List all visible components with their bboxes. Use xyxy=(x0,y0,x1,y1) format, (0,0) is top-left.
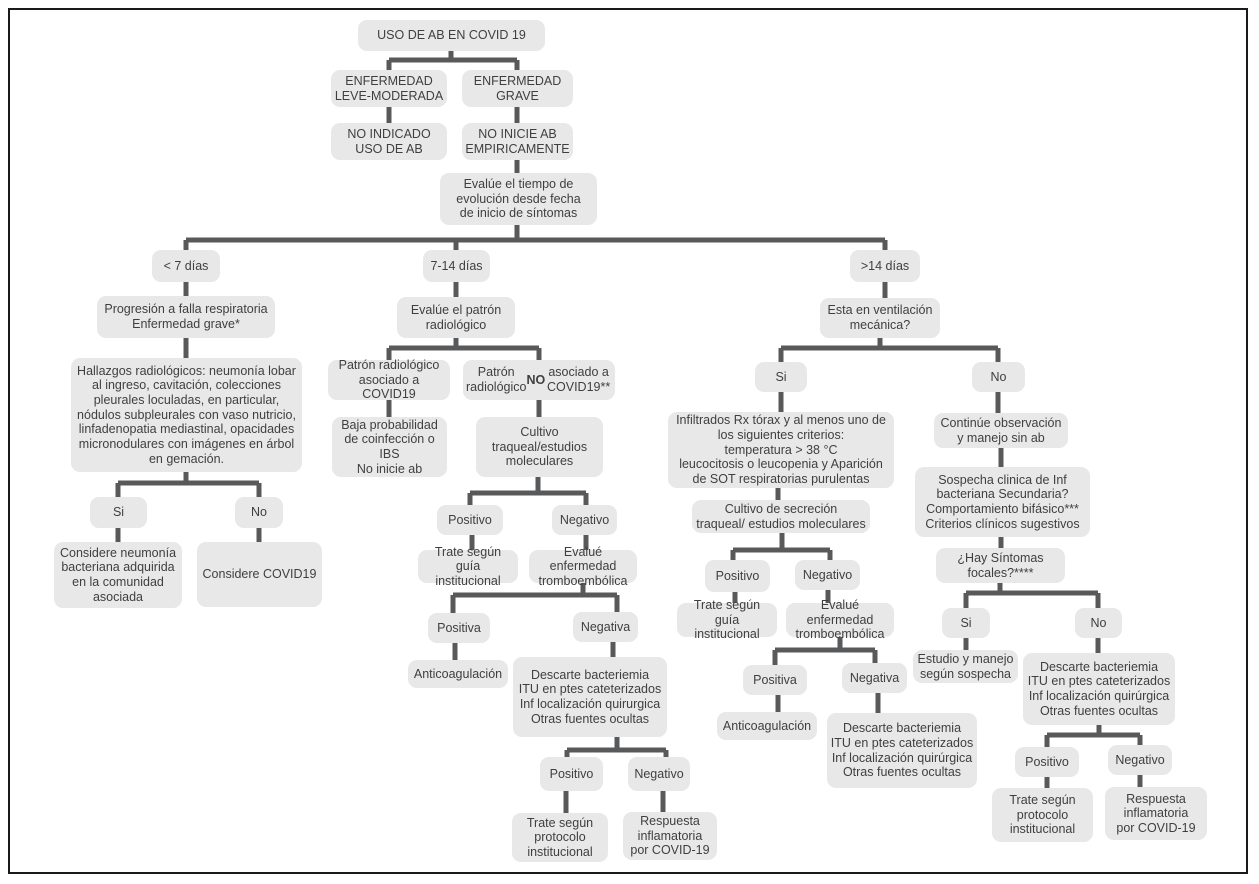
node-negativo-secrecion: Negativo xyxy=(795,560,860,590)
node-ventilacion-mecanica: Esta en ventilación mecánica? xyxy=(820,298,940,338)
node-negativo-fuentes-3: Negativo xyxy=(1108,745,1172,775)
node-no-focales: No xyxy=(1075,608,1122,638)
node-negativo-cultivo: Negativo xyxy=(552,505,617,535)
node-positivo-secrecion: Positivo xyxy=(705,560,770,592)
node-patron-covid: Patrón radiológico asociado a COVID19 xyxy=(328,358,450,401)
node-7-14-dias: 7-14 días xyxy=(423,250,490,282)
node-no-ventilacion: No xyxy=(972,362,1025,392)
node-sospecha-inf: Sospecha clinica de Inf bacteriana Secun… xyxy=(915,467,1090,537)
node-trate-protocolo-2: Trate según protocolo institucional xyxy=(992,788,1093,842)
node-si-falla: Si xyxy=(90,497,147,528)
node-menos-7-dias: < 7 días xyxy=(152,250,220,282)
node-progresion-falla: Progresión a falla respiratoria Enfermed… xyxy=(97,296,275,338)
node-positiva-1: Positiva xyxy=(428,613,490,643)
node-negativa-1: Negativa xyxy=(573,612,638,642)
node-negativa-2: Negativa xyxy=(842,663,907,693)
node-continue-observacion: Continúe observación y manejo sin ab xyxy=(934,413,1068,448)
node-estudio-manejo: Estudio y manejo según sospecha xyxy=(913,650,1018,683)
node-evalue-patron: Evalúe el patrón radiológico xyxy=(397,297,515,338)
node-no-inicie: NO INICIE AB EMPIRICAMENTE xyxy=(462,123,573,160)
node-negativo-fuentes-1: Negativo xyxy=(628,757,690,791)
node-positivo-fuentes-3: Positivo xyxy=(1015,747,1079,777)
node-evalue-tromboembolica-1: Evalué enfermedad tromboembólica xyxy=(529,545,637,588)
node-considere-covid: Considere COVID19 xyxy=(197,542,322,607)
node-considere-neumonia: Considere neumonía bacteriana adquirida … xyxy=(54,542,182,608)
node-enfermedad-leve: ENFERMEDAD LEVE-MODERADA xyxy=(331,70,447,107)
node-positivo-cultivo: Positivo xyxy=(437,505,503,535)
node-trate-guia-1: Trate según guía institucional xyxy=(418,545,518,588)
node-evalue-tiempo: Evalúe el tiempo de evolución desde fech… xyxy=(440,173,597,225)
node-cultivo-secrecion: Cultivo de secreción traqueal/ estudios … xyxy=(692,500,870,533)
node-enfermedad-grave: ENFERMEDAD GRAVE xyxy=(462,70,573,107)
node-evalue-tromboembolica-2: Evalué enfermedad tromboembólica xyxy=(786,598,894,641)
node-trate-protocolo-1: Trate según protocolo institucional xyxy=(512,813,608,862)
connector xyxy=(115,51,1143,813)
node-trate-guia-2: Trate según guía institucional xyxy=(677,598,777,641)
node-anticoagulacion-1: Anticoagulación xyxy=(408,660,508,688)
node-descarte-fuentes-3: Descarte bacteriemia ITU en ptes cateter… xyxy=(1023,653,1175,725)
node-anticoagulacion-2: Anticoagulación xyxy=(717,712,817,740)
node-uso-ab-title: USO DE AB EN COVID 19 xyxy=(358,20,545,51)
node-descarte-fuentes-1: Descarte bacteriemia ITU en ptes cateter… xyxy=(513,657,667,737)
node-descarte-fuentes-2: Descarte bacteriemia ITU en ptes cateter… xyxy=(827,713,977,788)
node-cultivo-traqueal: Cultivo traqueal/estudios moleculares xyxy=(476,417,603,477)
node-positivo-fuentes-1: Positivo xyxy=(540,757,603,791)
node-sintomas-focales: ¿Hay Síntomas focales?**** xyxy=(936,548,1065,583)
node-si-focales: Si xyxy=(942,608,990,638)
node-no-falla: No xyxy=(235,497,283,528)
node-respuesta-inflamatoria-2: Respuesta inflamatoria por COVID-19 xyxy=(1105,787,1207,840)
node-baja-probabilidad: Baja probabilidad de coinfección o IBS N… xyxy=(332,417,447,477)
node-positiva-2: Positiva xyxy=(743,665,807,695)
node-mas-14-dias: >14 días xyxy=(850,250,920,282)
node-no-indicado: NO INDICADO USO DE AB xyxy=(331,123,447,160)
node-infiltrados: Infiltrados Rx tórax y al menos uno de l… xyxy=(668,412,894,488)
node-si-ventilacion: Si xyxy=(755,362,807,392)
node-hallazgos-radiologicos: Hallazgos radiológicos: neumonía lobar a… xyxy=(71,358,302,472)
node-respuesta-inflamatoria-1: Respuesta inflamatoria por COVID-19 xyxy=(623,812,717,860)
